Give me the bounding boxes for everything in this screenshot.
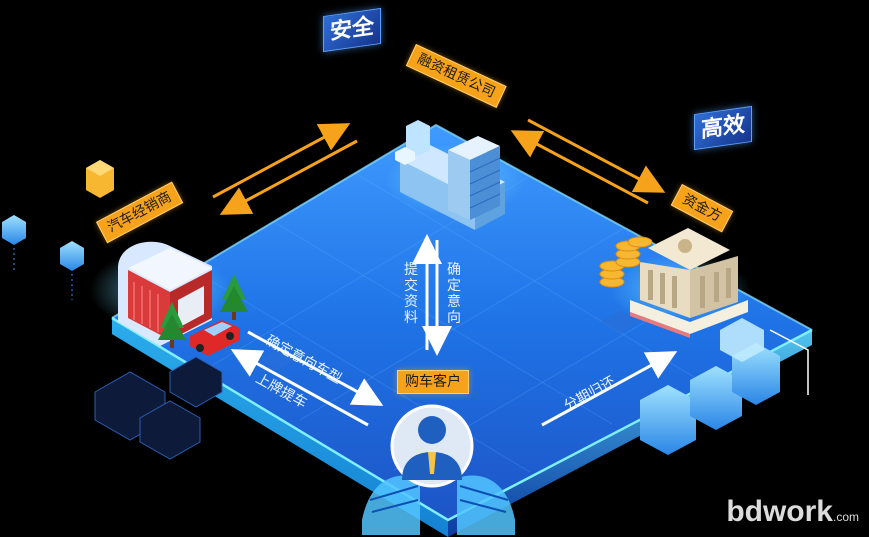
leasing-company-building <box>385 120 525 230</box>
label-customer: 购车客户 <box>397 370 469 394</box>
car-dealer-building <box>90 241 248 356</box>
watermark-logo: bdwork.com <box>726 495 859 529</box>
arrows-customer-dealer <box>230 330 384 427</box>
funder-bank-building <box>599 228 750 338</box>
gold-block-icon <box>86 160 114 198</box>
arrows-leasing-customer <box>412 234 452 356</box>
customer-avatar <box>390 404 474 488</box>
watermark-main: bdwork <box>726 495 833 528</box>
front-corner-fans <box>362 475 515 535</box>
floating-cubes-left <box>2 215 223 460</box>
flow-submit-docs: 提交资料 <box>404 262 418 326</box>
arrows-leasing-funder <box>510 118 666 205</box>
arrow-customer-funder <box>541 351 678 427</box>
arrows-dealer-leasing <box>212 123 358 215</box>
stacked-cubes-right <box>640 318 809 455</box>
watermark-suffix: .com <box>832 510 859 524</box>
flow-confirm-intent: 确定意向 <box>447 262 461 326</box>
